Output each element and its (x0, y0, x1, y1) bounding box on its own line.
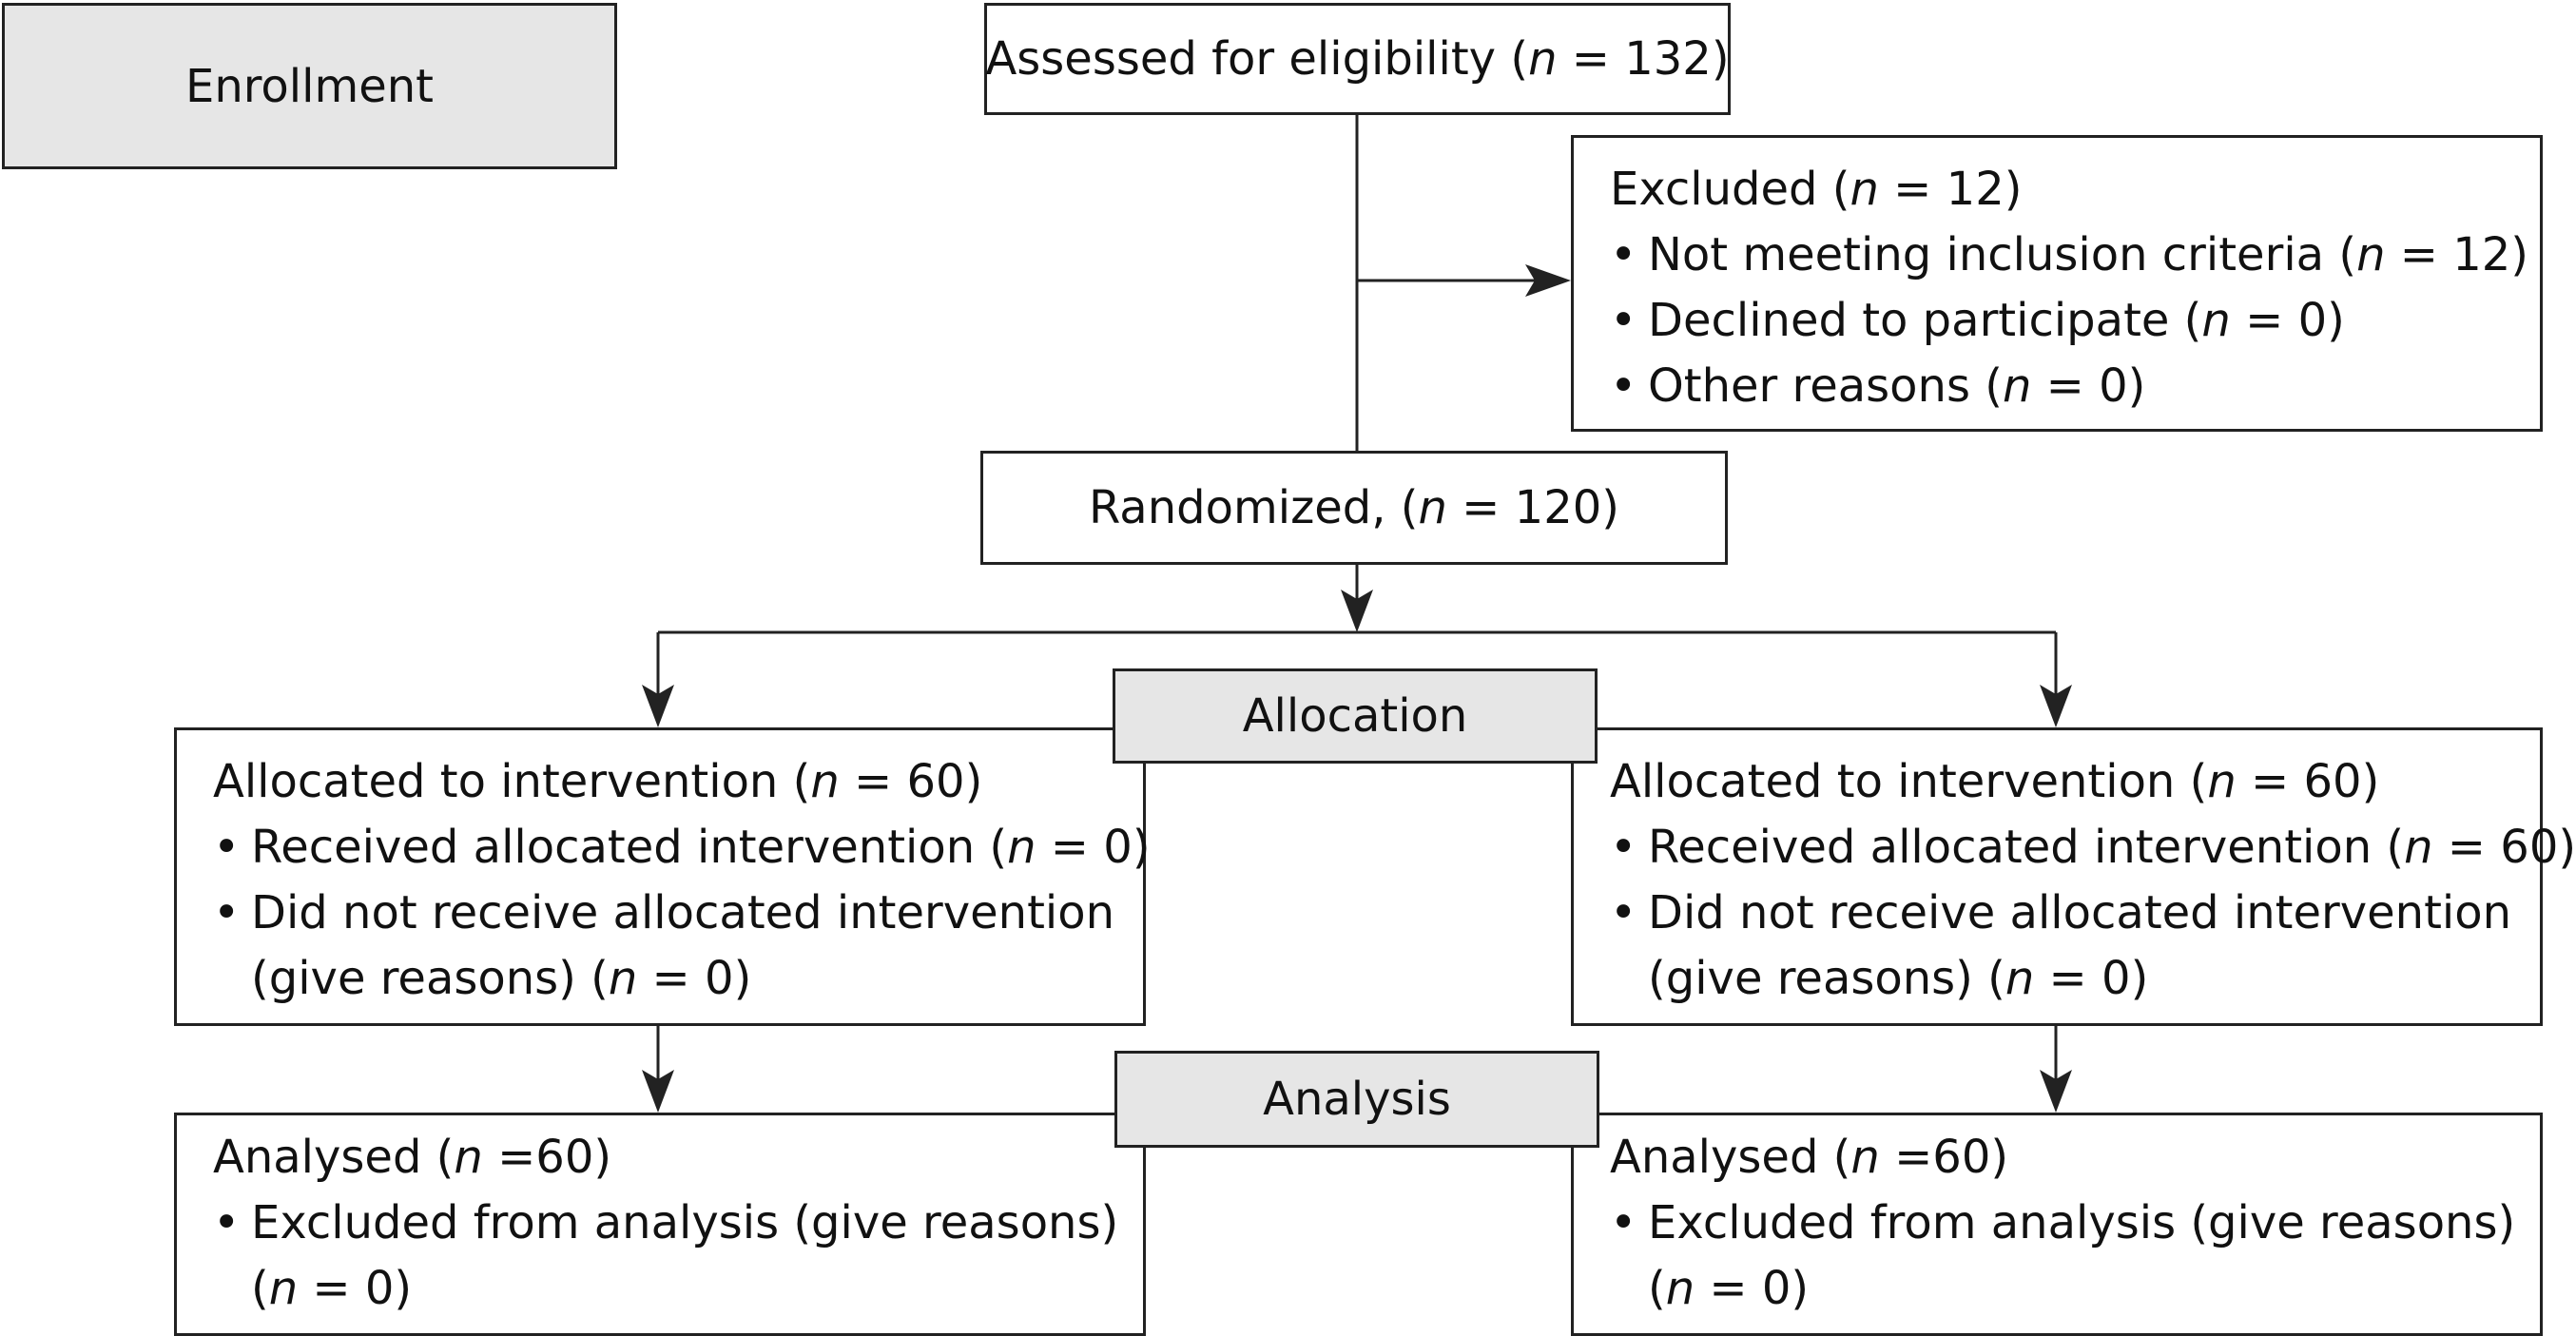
analysis-label: Analysis (1263, 1073, 1451, 1126)
assessed-box: Assessed for eligibility (n = 132) (984, 3, 1731, 115)
assessed-text: Assessed for eligibility (n = 132) (985, 32, 1730, 86)
analysed-left-title: Analysed (n =60) (213, 1131, 612, 1184)
arrowhead-right-allocation (2040, 685, 2072, 727)
analysed-right-excluded-count: (n = 0) (1648, 1262, 1810, 1315)
analysis-stage-label: Analysis (1114, 1051, 1599, 1148)
arrowhead-randomized-split (1341, 590, 1373, 632)
allocated-left-box: Allocated to intervention (n = 60) •Rece… (174, 727, 1151, 1026)
analysed-left-box: Analysed (n =60) •Excluded from analysis… (174, 1113, 1146, 1336)
analysed-left-excluded-count: (n = 0) (251, 1262, 413, 1315)
allocated-right-title: Allocated to intervention (n = 60) (1610, 755, 2380, 808)
excluded-title: Excluded (n = 12) (1610, 163, 2023, 216)
allocated-right-received: •Received allocated intervention (n = 60… (1610, 821, 2576, 874)
allocated-right-not-received: •Did not receive allocated intervention (1610, 886, 2512, 939)
enrollment-stage-label: Enrollment (2, 3, 617, 169)
excluded-item-other: •Other reasons (n = 0) (1610, 359, 2146, 413)
excluded-box: Excluded (n = 12) •Not meeting inclusion… (1571, 135, 2543, 432)
allocation-stage-label: Allocation (1113, 668, 1598, 764)
excluded-item-declined: •Declined to participate (n = 0) (1610, 294, 2345, 347)
excluded-item-not-meeting: •Not meeting inclusion criteria (n = 12) (1610, 228, 2529, 281)
analysed-right-excluded: •Excluded from analysis (give reasons) (1610, 1196, 2516, 1249)
allocated-left-not-received-reasons: (give reasons) (n = 0) (251, 952, 752, 1005)
arrowhead-right-analysis (2040, 1070, 2072, 1113)
analysed-right-title: Analysed (n =60) (1610, 1131, 2009, 1184)
arrowhead-excluded (1525, 264, 1571, 297)
randomized-text: Randomized, (n = 120) (1089, 481, 1619, 534)
allocated-left-title: Allocated to intervention (n = 60) (213, 755, 983, 808)
allocation-label: Allocation (1242, 689, 1468, 743)
allocated-left-received: •Received allocated intervention (n = 0) (213, 821, 1151, 874)
allocated-right-box: Allocated to intervention (n = 60) •Rece… (1571, 727, 2576, 1026)
allocated-right-not-received-reasons: (give reasons) (n = 0) (1648, 952, 2149, 1005)
allocated-left-not-received: •Did not receive allocated intervention (213, 886, 1115, 939)
arrowhead-left-allocation (642, 685, 674, 727)
analysed-left-excluded: •Excluded from analysis (give reasons) (213, 1196, 1119, 1249)
analysed-right-box: Analysed (n =60) •Excluded from analysis… (1571, 1113, 2543, 1336)
randomized-box: Randomized, (n = 120) (980, 451, 1728, 565)
arrowhead-left-analysis (642, 1070, 674, 1113)
enrollment-label: Enrollment (185, 59, 434, 113)
